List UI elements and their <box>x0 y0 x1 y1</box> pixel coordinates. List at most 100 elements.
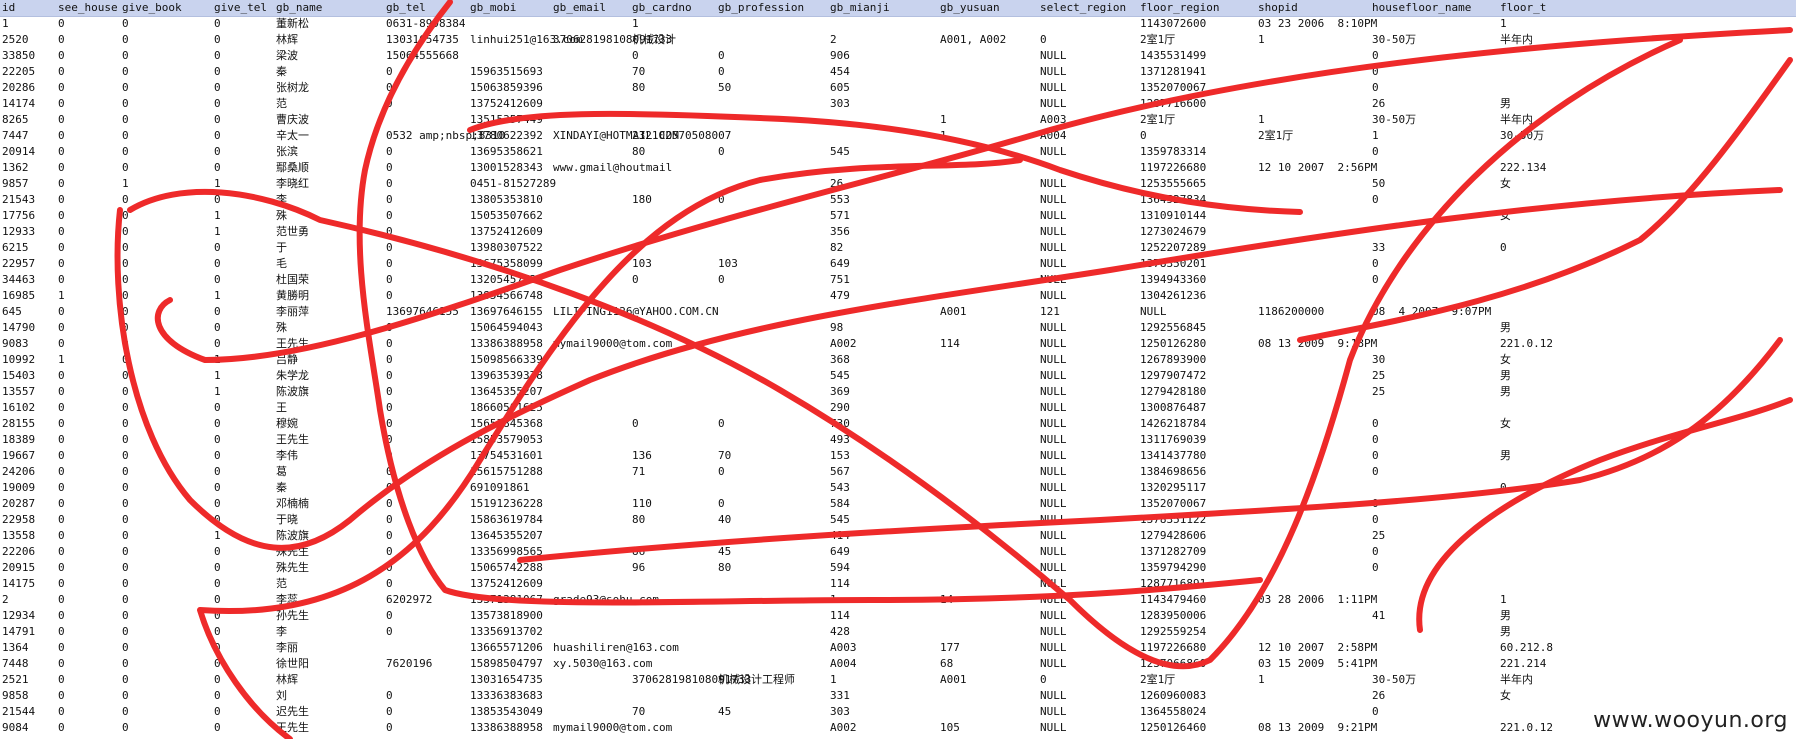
cell-gb-profession: 0 <box>718 49 725 62</box>
cell-gb-tel: 0 <box>386 193 393 206</box>
column-header-floor-region[interactable]: floor_region <box>1140 1 1220 14</box>
cell-gb-cardno: 110 <box>632 497 652 510</box>
cell-gb-name: 范 <box>276 577 287 590</box>
column-header-gb-mianji[interactable]: gb_mianji <box>830 1 890 14</box>
cell-give-book: 0 <box>122 497 129 510</box>
column-header-shopid[interactable]: shopid <box>1258 1 1298 14</box>
cell-select-region: NULL <box>1040 337 1067 350</box>
cell-floor-region: 1292559254 <box>1140 625 1207 638</box>
cell-gb-tel: 15064555668 <box>386 49 459 62</box>
column-header-give-tel[interactable]: give_tel <box>214 1 267 14</box>
cell-gb-mianji: 584 <box>830 497 850 510</box>
column-header-see-house[interactable]: see_house <box>58 1 118 14</box>
cell-floor-region: 1143479460 <box>1140 593 1207 606</box>
cell-gb-mobi: 13752412609 <box>470 577 543 590</box>
cell-housefloor-name: 33 <box>1372 241 1386 254</box>
cell-floor-t: 222.134 <box>1500 161 1547 174</box>
cell-gb-mobi: 13573818900 <box>470 609 543 622</box>
cell-gb-mobi: 15898504797 <box>470 657 543 670</box>
cell-id: 2 <box>2 593 9 606</box>
cell-gb-name: 于 <box>276 241 287 254</box>
cell-see-house: 0 <box>58 145 65 158</box>
cell-gb-mianji: 2 <box>830 33 837 46</box>
cell-floor-region: 1384698656 <box>1140 465 1207 478</box>
column-header-gb-yusuan[interactable]: gb_yusuan <box>940 1 1000 14</box>
column-header-select-region[interactable]: select_region <box>1040 1 1127 14</box>
column-header-housefloor-name[interactable]: housefloor_name <box>1372 1 1472 14</box>
cell-id: 12933 <box>2 225 36 238</box>
cell-floor-region: 1435531499 <box>1140 49 1207 62</box>
cell-gb-tel: 0 <box>386 545 393 558</box>
cell-floor-region: 1267893900 <box>1140 353 1207 366</box>
cell-gb-tel: 0 <box>386 401 393 414</box>
cell-gb-mianji: 594 <box>830 561 850 574</box>
cell-gb-profession: 0 <box>718 65 725 78</box>
cell-gb-email: mymail9000@tom.com <box>553 337 673 350</box>
column-header-give-book[interactable]: give_book <box>122 1 182 14</box>
column-header-id[interactable]: id <box>2 1 16 14</box>
column-header-gb-tel[interactable]: gb_tel <box>386 1 426 14</box>
cell-id: 1362 <box>2 161 29 174</box>
cell-gb-yusuan: 105 <box>940 721 960 734</box>
column-header-gb-cardno[interactable]: gb_cardno <box>632 1 692 14</box>
cell-give-book: 0 <box>122 561 129 574</box>
cell-floor-region: 1260960083 <box>1140 689 1207 702</box>
cell-gb-tel: 0 <box>386 257 393 270</box>
cell-give-book: 0 <box>122 721 129 734</box>
cell-gb-yusuan: 114 <box>940 337 960 350</box>
cell-give-tel: 0 <box>214 81 221 94</box>
cell-gb-email: 370628198108091733 <box>553 33 673 46</box>
cell-give-tel: 0 <box>214 705 221 718</box>
column-header-gb-mobi[interactable]: gb_mobi <box>470 1 517 14</box>
cell-gb-mianji: 82 <box>830 241 844 254</box>
cell-housefloor-name: 0 <box>1372 193 1379 206</box>
cell-give-tel: 1 <box>214 177 221 190</box>
cell-gb-yusuan: 1 <box>940 113 947 126</box>
cell-select-region: NULL <box>1040 689 1067 702</box>
cell-gb-tel: 0 <box>386 625 393 638</box>
column-header-gb-name[interactable]: gb_name <box>276 1 323 14</box>
scribble-stroke-6 <box>1416 397 1793 633</box>
cell-give-tel: 0 <box>214 609 221 622</box>
cell-gb-cardno: 80 <box>632 81 646 94</box>
cell-gb-name: 殊先生 <box>276 561 309 574</box>
column-header-gb-email[interactable]: gb_email <box>553 1 606 14</box>
cell-gb-name: 穆婉 <box>276 417 298 430</box>
cell-floor-region: 1143072600 <box>1140 17 1207 30</box>
column-header-floor-t[interactable]: floor_t <box>1500 1 1547 14</box>
cell-gb-mobi: 13805353810 <box>470 193 543 206</box>
cell-gb-name: 张树龙 <box>276 81 309 94</box>
column-header-gb-profession[interactable]: gb_profession <box>718 1 805 14</box>
